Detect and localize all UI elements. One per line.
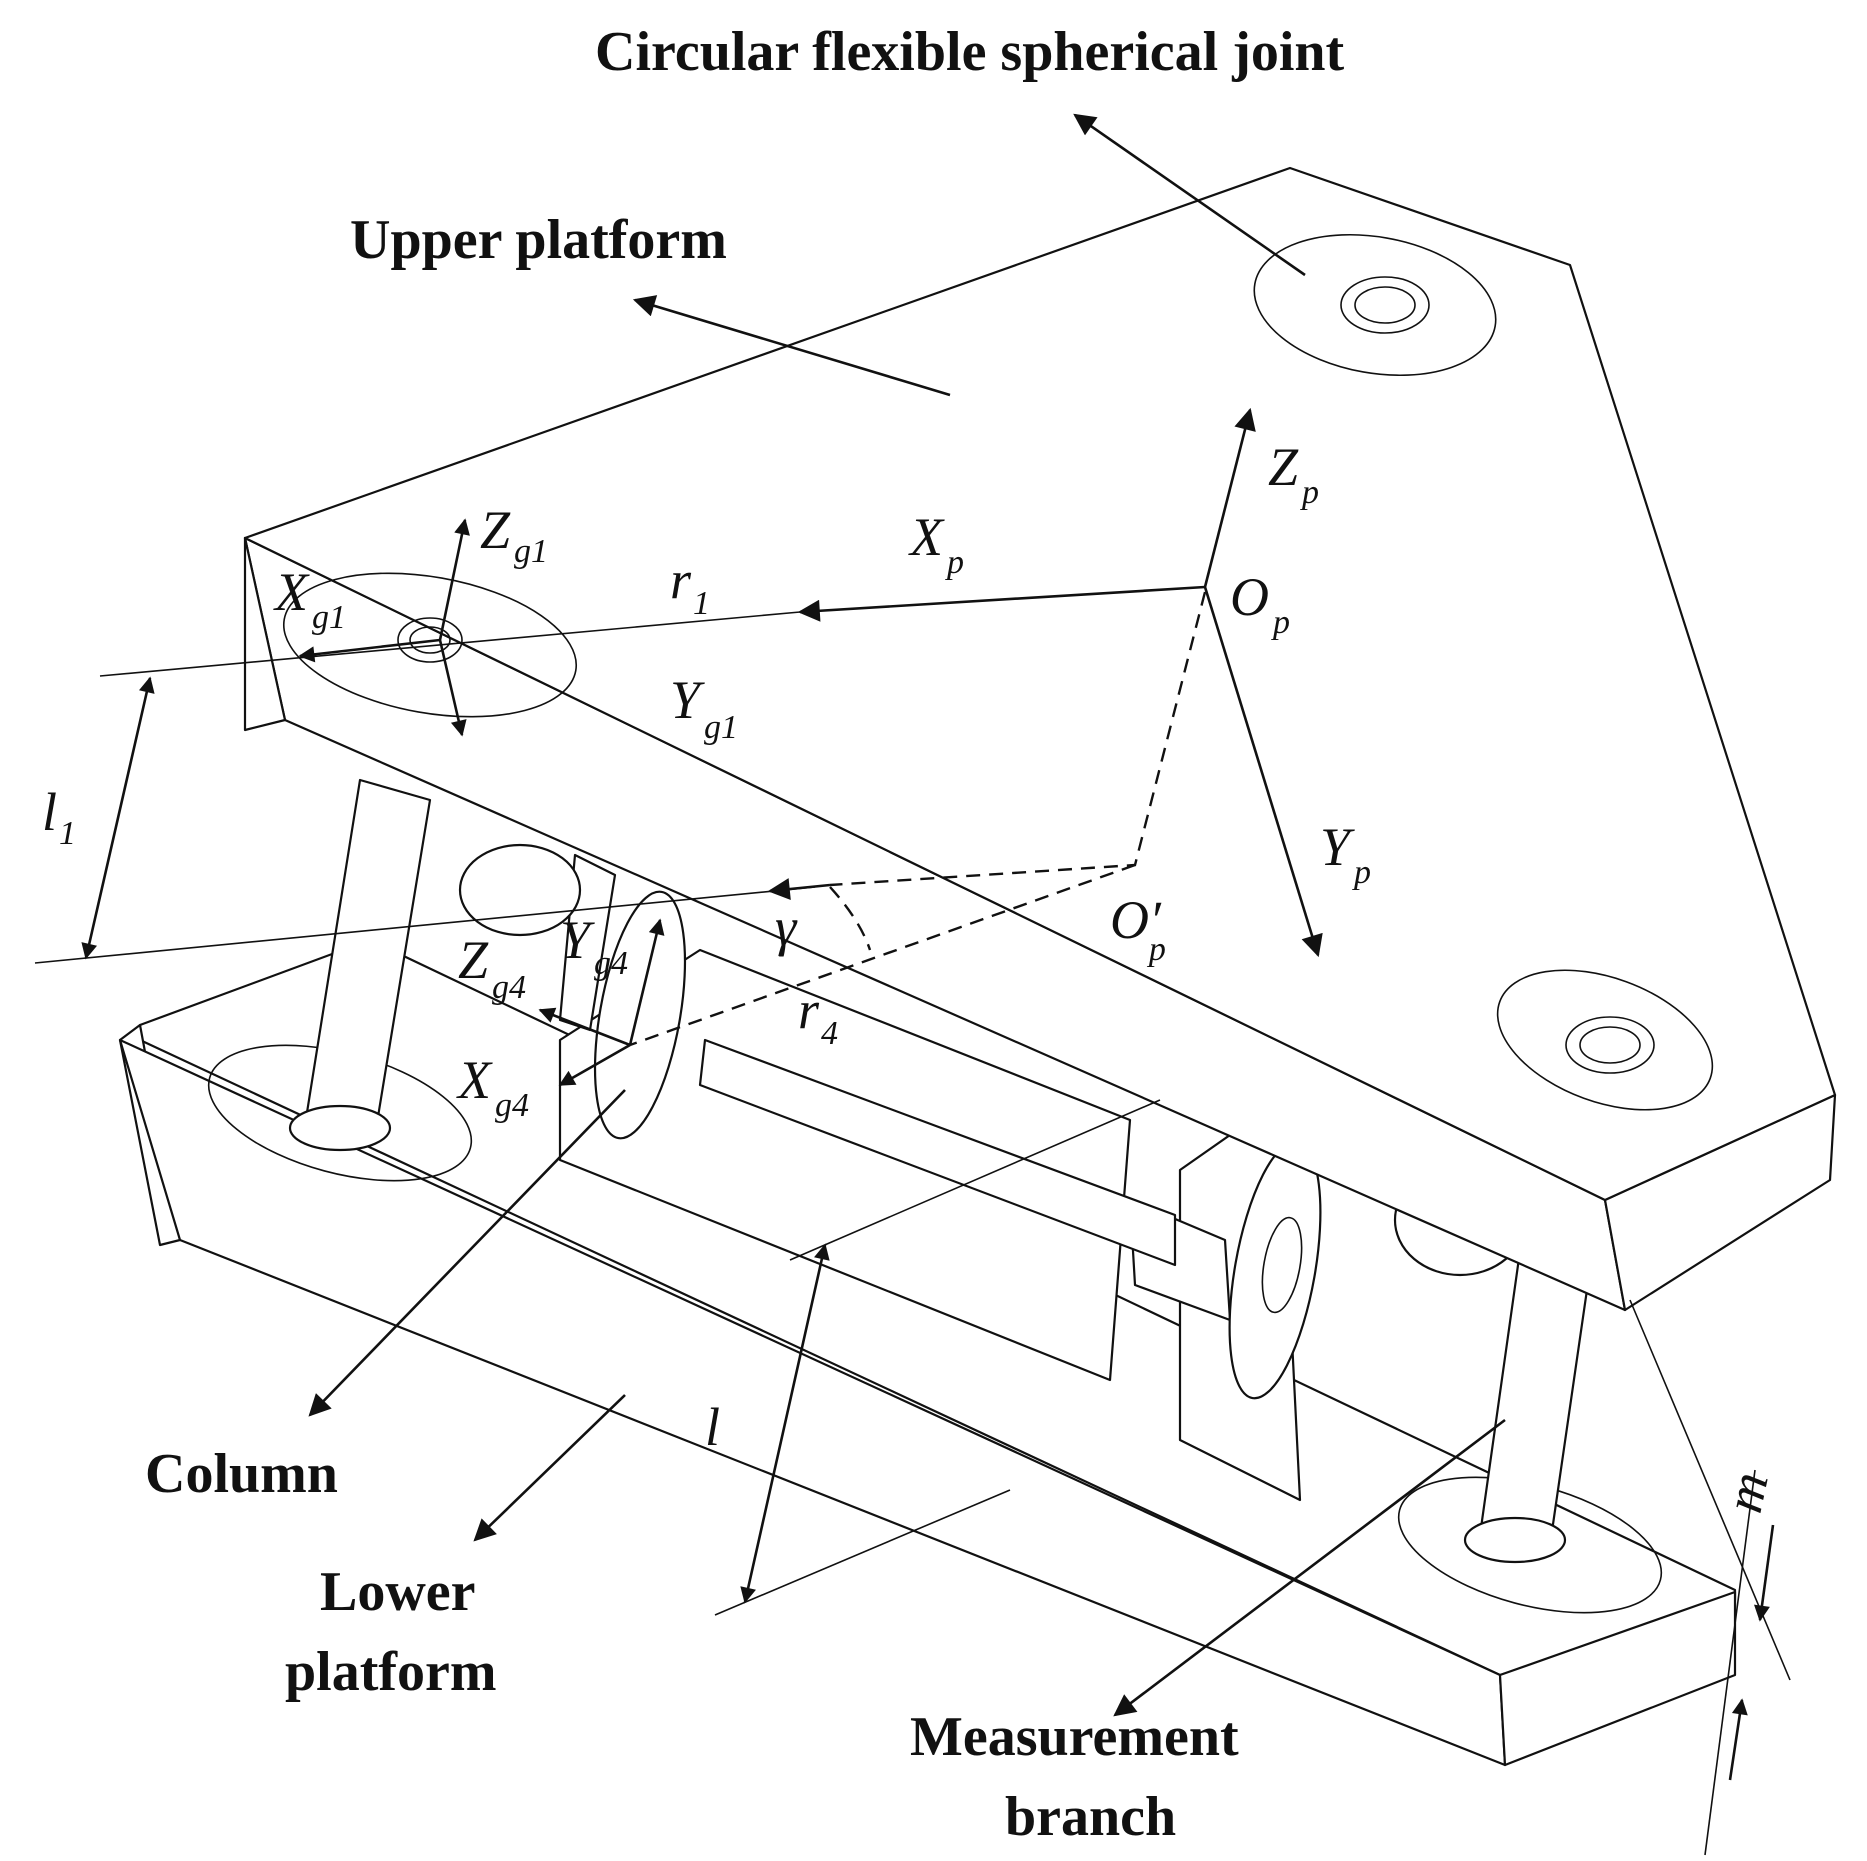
upper-joint-top-ring	[1253, 233, 1497, 377]
symbol-m: m	[1713, 1467, 1780, 1518]
symbol-op-prime: O′p	[1110, 890, 1166, 968]
label-circular-joint: Circular flexible spherical joint	[595, 21, 1345, 83]
callout-labels: Circular flexible spherical joint Upper …	[145, 21, 1345, 1848]
m-reference-lower	[1704, 1469, 1756, 1856]
zg1-axis	[438, 518, 470, 641]
left-flexure-disc	[593, 890, 687, 1140]
left-column-foot	[288, 1104, 392, 1152]
gamma-arc	[829, 886, 872, 951]
symbol-l1: l1	[42, 782, 76, 852]
l-dimension	[740, 1243, 830, 1604]
m-arrow-bottom	[1728, 1698, 1748, 1781]
upper-joint-right-hole	[1565, 1016, 1655, 1074]
label-column: Column	[145, 1443, 338, 1505]
right-column-foot	[1463, 1516, 1567, 1564]
upper-joint-left-ring	[282, 572, 578, 718]
label-measurement-branch-2: branch	[1005, 1786, 1176, 1848]
xp-axis	[797, 585, 1206, 622]
symbol-l: l	[705, 1397, 720, 1457]
yg4-axis	[628, 918, 665, 1046]
yp-axis	[1203, 586, 1323, 958]
label-lower-platform-2: platform	[285, 1641, 497, 1703]
upper-joint-left-hole-inner	[409, 626, 451, 654]
xg1-axis	[298, 638, 441, 663]
symbol-r4: r4	[798, 980, 838, 1052]
zg4-axis	[538, 1007, 631, 1047]
l1-reference-line	[34, 886, 816, 964]
leader-upper-platform	[632, 295, 951, 397]
leader-circular-joint	[1073, 113, 1306, 277]
upper-joint-top-hole-inner	[1354, 286, 1416, 324]
m-arrow-top	[1754, 1524, 1775, 1622]
upper-platform	[243, 166, 1837, 1312]
symbol-r1: r1	[670, 550, 710, 622]
yg1-axis	[438, 639, 467, 737]
l1-dimension	[81, 676, 155, 960]
measurement-branch-supports	[558, 890, 1527, 1502]
symbol-gamma: γ	[775, 897, 798, 957]
op-prime-to-g4-dashed	[629, 863, 1136, 1047]
upper-joint-right-hole-inner	[1579, 1026, 1641, 1064]
callout-leaders	[308, 113, 1506, 1717]
label-lower-platform-1: Lower	[320, 1561, 476, 1623]
leader-lower-platform	[473, 1394, 626, 1542]
label-measurement-branch-1: Measurement	[910, 1706, 1239, 1768]
zp-axis	[1203, 407, 1256, 588]
leader-column	[308, 1089, 626, 1417]
right-flexure-hole	[1261, 1216, 1303, 1314]
geometry-annotations	[34, 407, 1791, 1856]
leader-measurement-branch	[1113, 1418, 1506, 1717]
lower-platform-right-face	[1498, 1590, 1737, 1767]
upper-joint-top-hole	[1340, 276, 1430, 334]
upper-joint-right-ring	[1496, 969, 1714, 1111]
upper-platform-top-face	[243, 166, 1837, 1202]
upper-platform-left-face	[243, 536, 287, 732]
r4-line-arrow	[767, 878, 831, 900]
r1-line	[99, 611, 801, 677]
upper-joint-left-hole	[397, 617, 463, 663]
l-upper-reference	[789, 1099, 1161, 1261]
xg4-axis	[558, 1043, 631, 1087]
connecting-rod	[698, 1038, 1177, 1267]
label-upper-platform: Upper platform	[350, 209, 727, 271]
